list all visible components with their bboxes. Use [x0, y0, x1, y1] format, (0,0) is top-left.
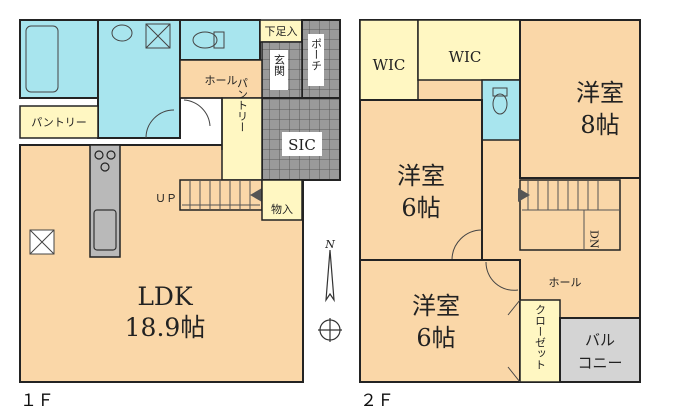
- stairs-dn-label: DN: [588, 230, 601, 249]
- balcony-label-2: コニー: [577, 354, 622, 372]
- toilet-2f: [481, 79, 521, 141]
- floor2-label: ２Ｆ: [360, 391, 394, 411]
- closet-2f: [519, 299, 561, 383]
- shoe-closet-label: 下足入: [265, 25, 298, 38]
- washbasin-icon: [111, 24, 133, 42]
- closet-2f-label: クローゼット: [534, 304, 547, 370]
- toilet-2f-icon: [492, 93, 508, 115]
- bathtub: [25, 25, 59, 93]
- porch-label: ポーチ: [310, 38, 323, 71]
- ldk-size-label: 18.9帖: [125, 313, 206, 342]
- storage-1f: [261, 179, 303, 221]
- stairs-2f: [519, 179, 621, 251]
- room-6mat-a-door-swing: [451, 229, 483, 261]
- hall-1f-label: ホール: [205, 74, 238, 87]
- wic-left-label: WIC: [373, 56, 406, 74]
- compass: [318, 249, 342, 342]
- room-8mat: [519, 19, 641, 179]
- toilet-icon: [192, 31, 218, 49]
- balcony-label-1: バル: [585, 331, 615, 349]
- pantry-left-label: パントリー: [31, 116, 87, 129]
- sic-label: SIC: [288, 136, 316, 154]
- room-6mat-a-name: 洋室: [397, 162, 445, 190]
- sic-label-bg: [282, 132, 322, 156]
- entrance-label: 玄関: [273, 53, 286, 76]
- pantry-right-label: パントリー: [236, 77, 249, 132]
- north-label: N: [324, 238, 335, 251]
- wic-right-label: WIC: [449, 48, 482, 66]
- room-6mat-b: [359, 259, 521, 383]
- washer-box: [145, 23, 171, 49]
- porch-label-bg: [308, 34, 324, 86]
- washroom: [97, 19, 181, 139]
- floor2-plan: [359, 19, 641, 383]
- room-8mat-name: 洋室: [576, 79, 624, 107]
- hall-2f-label: ホール: [549, 276, 582, 289]
- north-arrow-icon: [325, 249, 335, 303]
- room-6mat-a-size: 6帖: [401, 194, 440, 222]
- pantry-left: [19, 105, 99, 139]
- floor1-plan: [19, 19, 341, 383]
- ldk-label: LDK: [137, 282, 194, 311]
- floor1-label: １Ｆ: [20, 391, 54, 411]
- kitchen-counter: [89, 144, 121, 258]
- stairs-up-label: ＵＰ: [155, 192, 177, 205]
- pantry-right: [221, 97, 263, 181]
- kitchen-sink: [93, 209, 117, 251]
- pantry-door-swing: [183, 99, 211, 127]
- wic-right: [417, 19, 521, 81]
- stove-burner: [94, 150, 104, 160]
- room-6mat-a: [359, 99, 483, 261]
- hall-1f: [179, 59, 263, 99]
- entrance-label-bg: [270, 50, 288, 90]
- room-8mat-size: 8帖: [580, 111, 619, 139]
- balcony: [559, 317, 641, 383]
- toilet-room: [179, 19, 261, 61]
- room-6mat-b-name: 洋室: [412, 292, 460, 320]
- room-6mat-b-door-swing: [485, 261, 519, 291]
- storage-1f-label: 物入: [271, 202, 293, 216]
- bathroom: [19, 19, 99, 99]
- room-6mat-b-size: 6帖: [416, 324, 455, 352]
- washroom-door-swing: [145, 109, 175, 139]
